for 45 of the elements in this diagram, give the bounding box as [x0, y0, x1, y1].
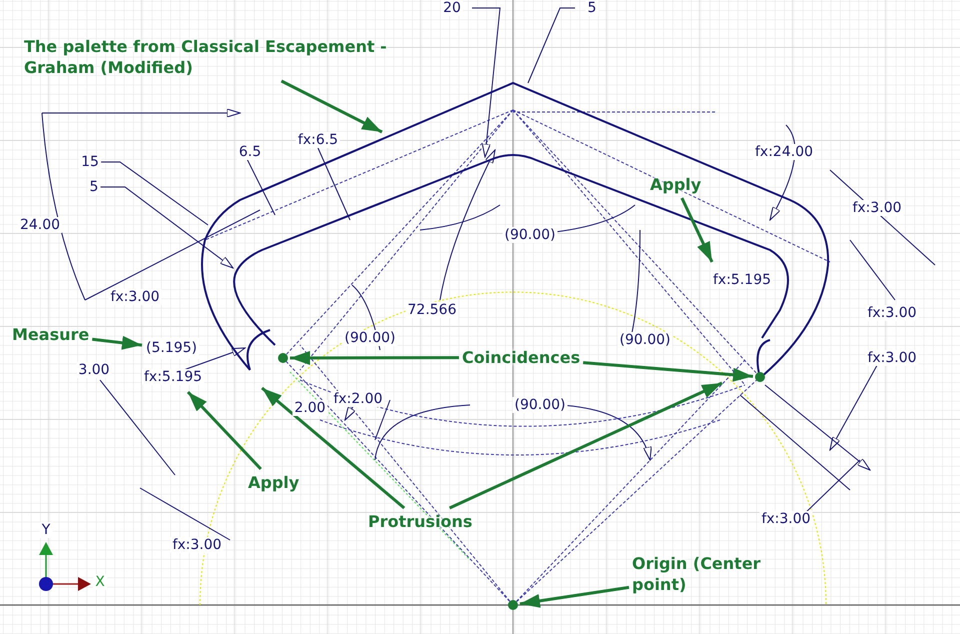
leader-arrow	[92, 336, 142, 350]
dimension-label: 3.00	[76, 362, 112, 378]
dimension-label: (90.00)	[342, 330, 398, 346]
dimension-label: fx:3.00	[170, 537, 224, 553]
dimension-label: 20	[441, 0, 463, 16]
axis-label: X	[93, 574, 107, 590]
dimension-label: (90.00)	[618, 332, 672, 348]
dimension-label: Y	[40, 522, 52, 538]
dimension-label: 2.00	[292, 400, 328, 416]
dimension-label: fx:6.5	[296, 132, 340, 148]
leader-arrow	[186, 390, 262, 470]
dimension-label: fx:3.00	[108, 289, 162, 305]
leader-arrow	[280, 80, 383, 134]
callout-label: Measure	[12, 324, 90, 345]
dimension-label: 15	[79, 154, 101, 170]
dimension-label: fx:5.195	[142, 369, 204, 385]
callout-label: Origin (Center point)	[632, 553, 802, 595]
callout-label: The palette from Classical Escapement - Graham (Modified)	[24, 36, 444, 78]
dimension-label: 5	[586, 0, 598, 16]
callout-label: Coincidences	[462, 347, 580, 368]
dimension-label: 6.5	[236, 144, 264, 160]
leader-arrow	[582, 361, 754, 382]
dimension-label: fx:3.00	[865, 305, 919, 321]
dimension-label: fx:3.00	[759, 511, 813, 527]
dimension-label: (5.195)	[144, 338, 200, 359]
dimension-label: fx:2.00	[331, 391, 385, 407]
dimension-label: (90.00)	[502, 227, 558, 243]
point-marker	[755, 372, 765, 382]
dimension-label: fx:3.00	[850, 200, 904, 216]
leader-arrow	[680, 197, 714, 263]
leader-arrow	[448, 382, 723, 510]
leader-arrow	[520, 586, 630, 608]
dimension-label: fx:24.00	[753, 144, 815, 160]
callout-label: Apply	[248, 472, 300, 493]
leader-arrow	[261, 386, 406, 510]
callout-label: Protrusions	[368, 511, 472, 532]
dimension-label: fx:5.195	[711, 272, 773, 288]
point-marker	[508, 600, 518, 610]
dimension-label: 5	[88, 179, 100, 195]
leader-arrow	[290, 350, 459, 365]
dimension-label: (90.00)	[512, 397, 568, 413]
dimension-label: 24.00	[18, 217, 62, 233]
dimension-label: 72.566	[406, 302, 458, 318]
dimension-label: fx:3.00	[865, 350, 919, 366]
callout-label: Apply	[650, 174, 702, 195]
